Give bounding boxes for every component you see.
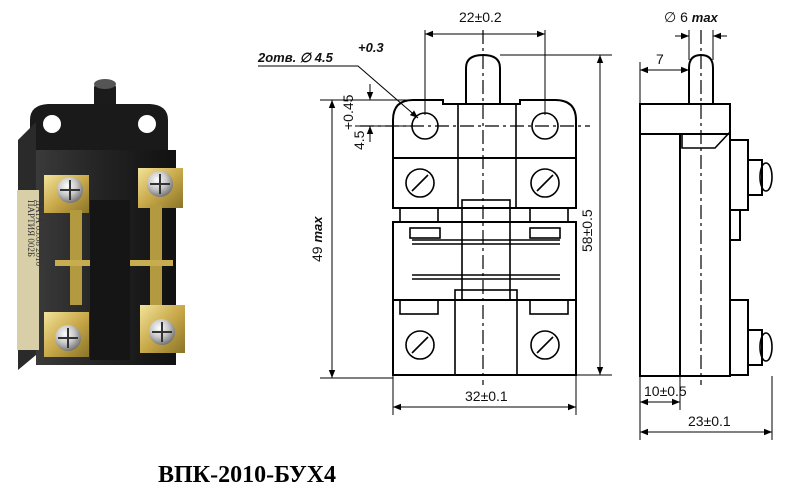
dim-side-offset: 7: [656, 51, 664, 67]
sticker-line2: ДАТА 05.08 2010: [34, 200, 44, 267]
photo-sticker: ПАРТИЯ 002Б ДАТА 05.08 2010: [17, 190, 44, 350]
svg-text:49 max: 49 max: [309, 216, 325, 262]
front-view: [360, 30, 590, 385]
front-dimensions: 22±0.2 2отв. ∅ 4.5 +0.3 4.5 +0.45 49 max…: [257, 9, 612, 415]
dim-total-height: 49 max: [309, 216, 325, 262]
svg-text:∅ 6 max: ∅ 6 max: [664, 9, 719, 25]
dim-hole-offset-tol: +0.45: [340, 94, 356, 130]
dim-side-depth-small: 10±0.5: [644, 383, 687, 399]
dim-holes-tol: +0.3: [358, 40, 384, 55]
dim-hole-offset: 4.5: [351, 130, 367, 150]
side-view: [639, 30, 773, 385]
product-photo: ПАРТИЯ 002Б ДАТА 05.08 2010: [17, 79, 185, 370]
sticker-line1: ПАРТИЯ 002Б: [26, 200, 36, 257]
side-dimensions: ∅ 6 max 7 10±0.5 23±0.1: [639, 9, 773, 440]
dim-plunger-diameter: ∅ 6 max: [664, 9, 719, 25]
dim-side-depth-total: 23±0.1: [688, 413, 731, 429]
dim-body-height: 58±0.5: [579, 209, 595, 252]
dim-base-width: 32±0.1: [465, 388, 508, 404]
dim-holes: 2отв. ∅ 4.5: [257, 50, 334, 65]
product-title: ВПК-2010-БУХ4: [158, 462, 336, 488]
dim-top-width: 22±0.2: [459, 9, 502, 25]
